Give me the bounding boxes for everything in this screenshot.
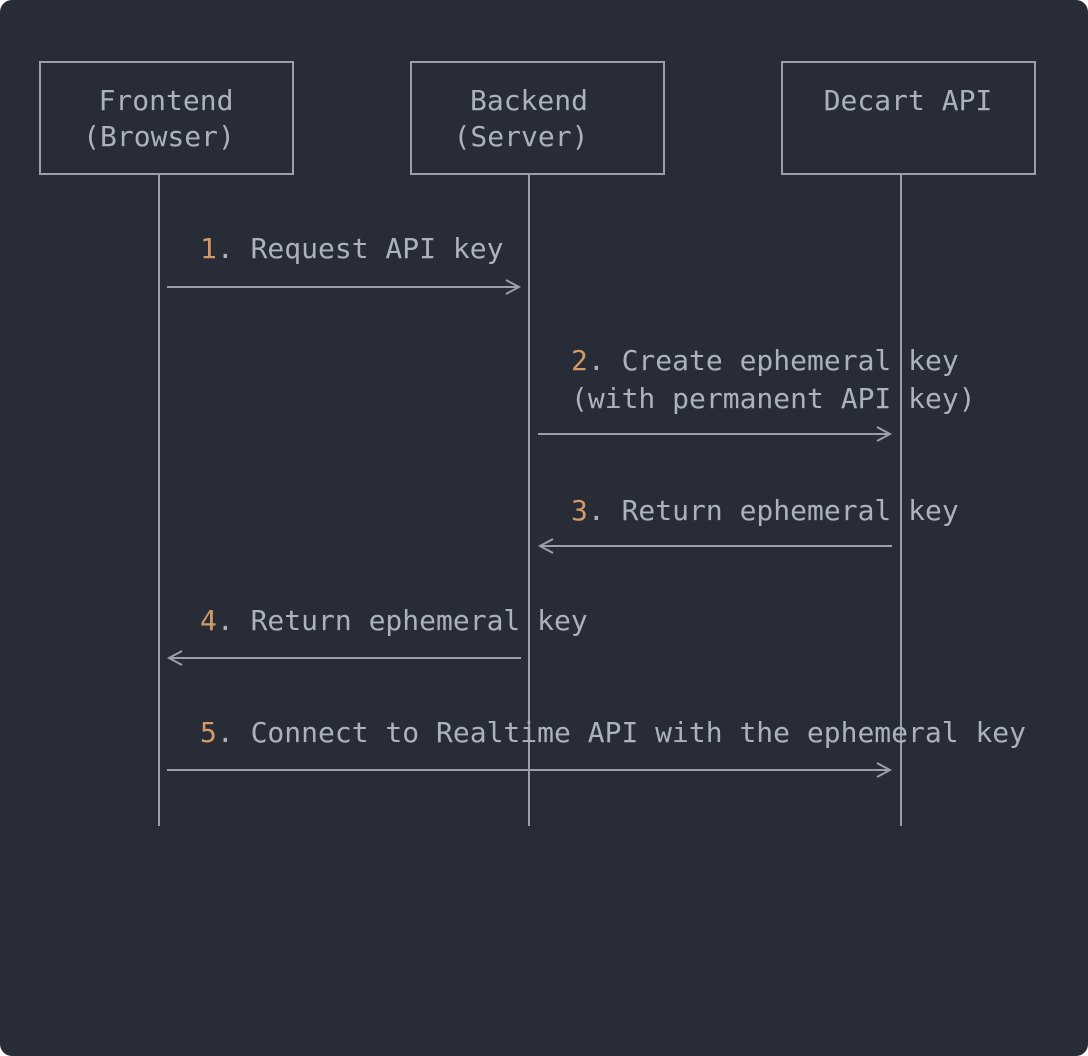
arrowhead-right xyxy=(876,762,893,778)
message-label: 4. Return ephemeral key xyxy=(200,604,588,637)
message-label: 2. Create ephemeral key xyxy=(571,344,959,377)
participant-frontend: Frontend (Browser) xyxy=(39,61,294,175)
participant-decart: Decart API xyxy=(781,61,1036,175)
participant-sublabel: (Browser) xyxy=(83,120,235,153)
message-number: 5 xyxy=(200,716,217,749)
message-label: 5. Connect to Realtime API with the ephe… xyxy=(200,716,1026,749)
message-4: 4. Return ephemeral key xyxy=(166,604,588,666)
message-3: 3. Return ephemeral key xyxy=(537,494,959,554)
message-text: . Create ephemeral key xyxy=(588,344,959,377)
message-5: 5. Connect to Realtime API with the ephe… xyxy=(167,716,1026,778)
message-number: 4 xyxy=(200,604,217,637)
message-number: 1 xyxy=(200,232,217,265)
message-number: 3 xyxy=(571,494,588,527)
arrowhead-right xyxy=(505,279,522,295)
arrowhead-right xyxy=(876,426,893,442)
participant-box xyxy=(781,61,1036,175)
message-text: . Request API key xyxy=(217,232,504,265)
message-label: 3. Return ephemeral key xyxy=(571,494,959,527)
arrowhead-left xyxy=(166,650,183,666)
participant-label: Frontend xyxy=(99,84,234,117)
message-text: . Return ephemeral key xyxy=(588,494,959,527)
message-text: . Connect to Realtime API with the ephem… xyxy=(217,716,1026,749)
participant-box xyxy=(39,61,294,175)
participant-sublabel: (Server) xyxy=(454,120,589,153)
participant-label: Backend xyxy=(470,84,588,117)
participant-backend: Backend (Server) xyxy=(410,61,665,175)
message-2: 2. Create ephemeral key (with permanent … xyxy=(538,344,976,442)
message-label: 1. Request API key xyxy=(200,232,503,265)
message-label-line2: (with permanent API key) xyxy=(571,382,976,415)
message-number: 2 xyxy=(571,344,588,377)
participant-box xyxy=(410,61,665,175)
message-text: . Return ephemeral key xyxy=(217,604,588,637)
arrowhead-left xyxy=(537,538,554,554)
message-1: 1. Request API key xyxy=(167,232,522,295)
participant-label: Decart API xyxy=(824,84,993,117)
